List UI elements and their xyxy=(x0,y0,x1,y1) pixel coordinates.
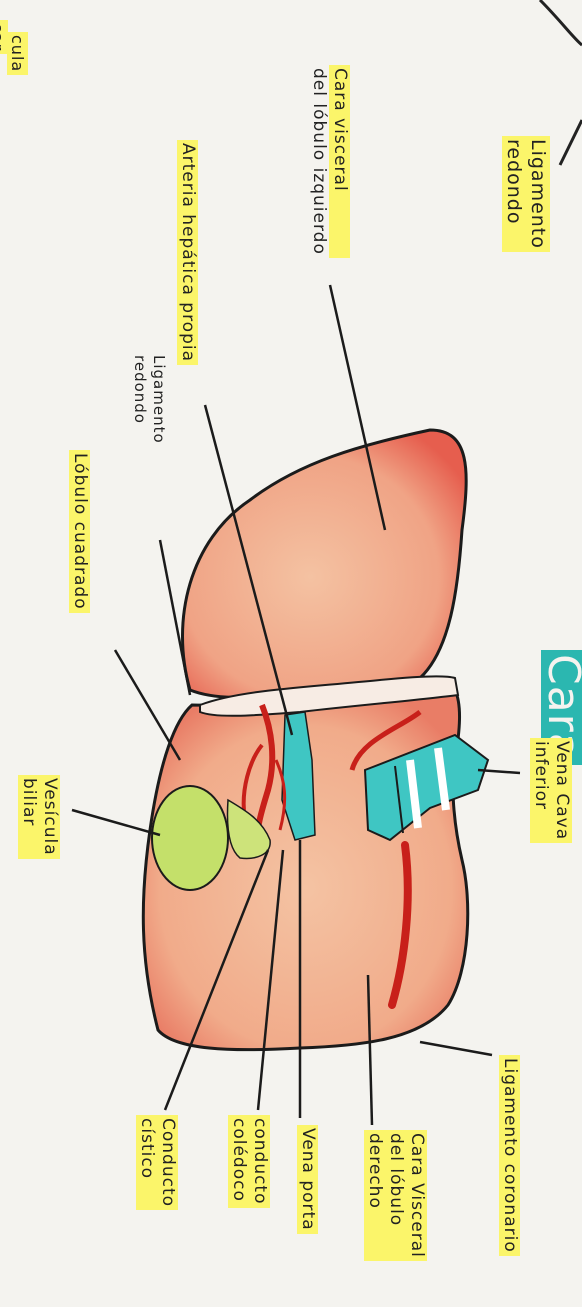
top-line-arc xyxy=(540,0,582,45)
label-vesicula-biliar: Vesícula biliar xyxy=(18,775,60,859)
pointer-lobulo-cuadrado xyxy=(115,650,180,760)
top-line-pointer xyxy=(560,120,582,165)
label-cara-visceral-izquierdo: Cara visceral del lóbulo izquierdo xyxy=(308,65,350,258)
label-lobulo-cuadrado: Lóbulo cuadrado xyxy=(69,450,90,613)
label-vena-porta: Vena porta xyxy=(297,1125,318,1234)
label-ligamento-redondo-top: Ligamento redondo xyxy=(502,136,550,252)
label-vena-cava: Vena Cava inferior xyxy=(530,738,572,843)
label-cara-visceral-derecho: Cara Visceral del lóbulo derecho xyxy=(364,1130,427,1261)
pointer-vesicula xyxy=(72,810,160,835)
gallbladder xyxy=(152,786,228,890)
label-arteria-hepatica: Arteria hepática propia xyxy=(177,140,198,365)
label-conducto-cistico: Conducto cístico xyxy=(136,1115,178,1210)
label-conducto-coledoco: conducto colédoco xyxy=(228,1115,270,1208)
label-ligamento-coronario: Ligamento coronario xyxy=(499,1055,520,1256)
left-lobe xyxy=(183,430,467,697)
pointer-lig-coronario xyxy=(420,1042,492,1055)
label-ligamento-redondo: Ligamento redondo xyxy=(130,355,168,444)
